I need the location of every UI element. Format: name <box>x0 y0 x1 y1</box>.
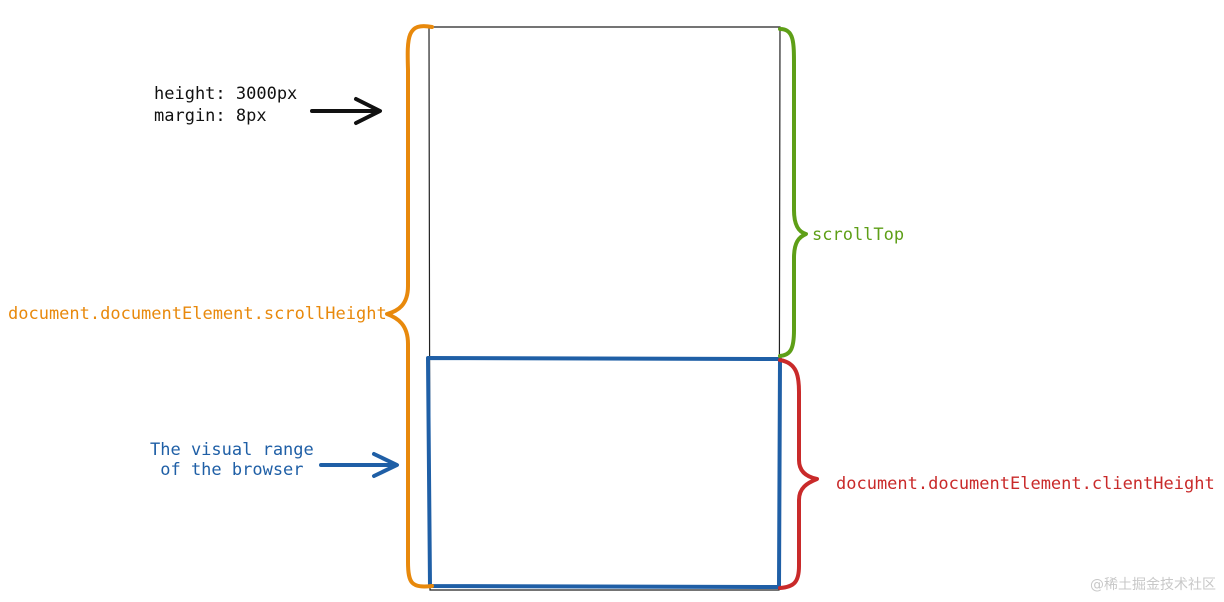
visual-range-line-2: of the browser <box>160 460 304 481</box>
scroll-top-label: scrollTop <box>812 225 905 245</box>
scroll-top-brace <box>778 27 808 358</box>
scroll-height-brace <box>385 24 434 589</box>
visual-range-label: The visual range of the browser <box>150 440 314 481</box>
page-style-arrow <box>310 97 382 125</box>
client-height-brace <box>778 358 819 590</box>
viewport-box <box>426 356 782 589</box>
document-page-outline <box>428 26 781 591</box>
watermark: @稀土掘金技术社区 <box>1090 577 1216 594</box>
viewport-arrow <box>319 452 399 478</box>
scroll-height-label: document.documentElement.scrollHeight <box>8 304 387 324</box>
page-style-label: height: 3000px margin: 8px <box>154 84 297 129</box>
client-height-label: document.documentElement.clientHeight <box>836 474 1215 494</box>
height-style-text: height: 3000px <box>154 84 298 104</box>
margin-style-text: margin: 8px <box>154 106 267 127</box>
visual-range-line-1: The visual range <box>150 440 314 460</box>
